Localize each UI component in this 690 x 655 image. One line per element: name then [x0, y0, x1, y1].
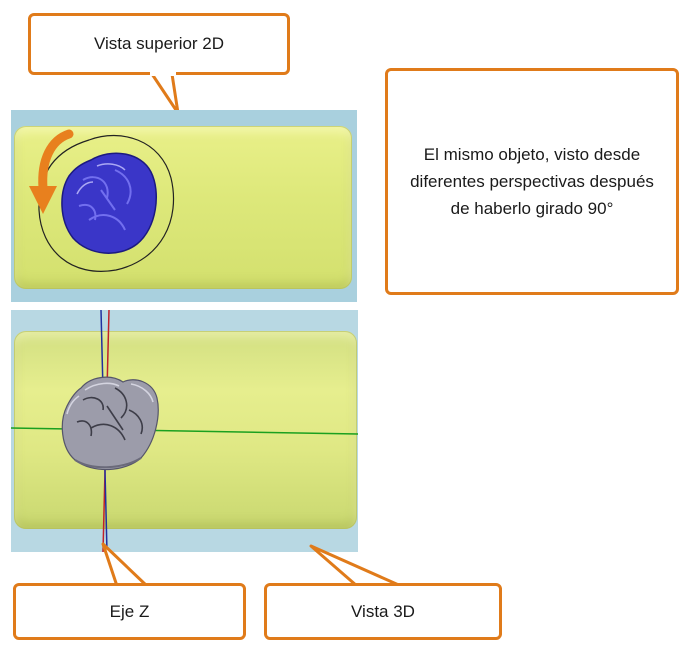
- callout-3d-view: Vista 3D: [264, 583, 502, 640]
- tooth-model-2d: [61, 152, 157, 254]
- tooth-model-3d: [61, 376, 159, 471]
- scene-2d: [29, 129, 175, 272]
- callout-z-axis: Eje Z: [13, 583, 246, 640]
- callout-3d-view-label: Vista 3D: [351, 601, 415, 621]
- viewport-3d[interactable]: [11, 310, 358, 552]
- viewport-2d-top[interactable]: [11, 110, 357, 302]
- callout-note-text: El mismo objeto, visto desde diferentes …: [410, 144, 654, 219]
- callout-top-view: Vista superior 2D: [28, 13, 290, 75]
- callout-note: El mismo objeto, visto desde diferentes …: [385, 68, 679, 295]
- callout-z-axis-label: Eje Z: [109, 601, 150, 621]
- rotation-arrow-icon: [29, 129, 74, 214]
- callout-top-view-label: Vista superior 2D: [93, 34, 225, 54]
- scene-3d: [11, 310, 358, 552]
